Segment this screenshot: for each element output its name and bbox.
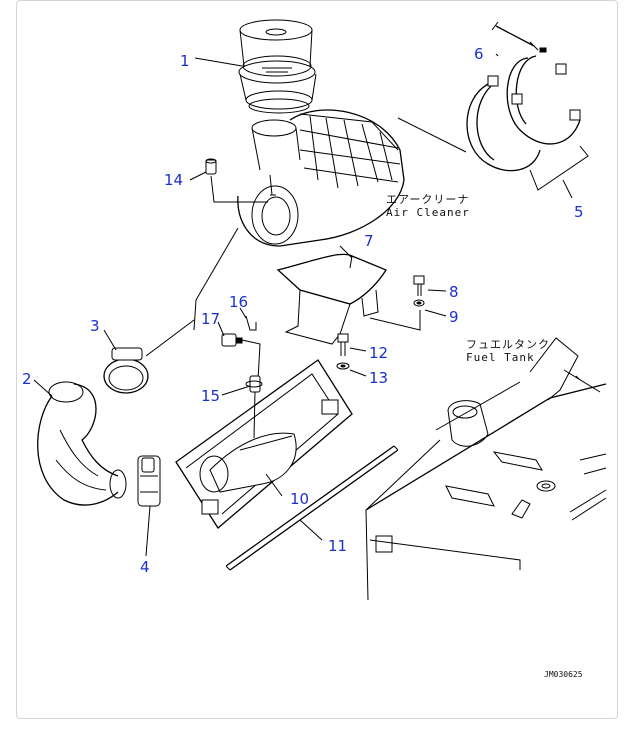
part-5-clamp-bands xyxy=(466,55,589,191)
part-6-bolt xyxy=(491,21,547,53)
part-7-bracket xyxy=(276,253,387,345)
air-cleaner-label-jp: エアークリーナ xyxy=(386,193,469,206)
part-2-elbow-hose xyxy=(37,381,127,506)
callout-3: 3 xyxy=(90,317,100,335)
part-9-washer xyxy=(413,299,425,307)
drawing-code: JM030625 xyxy=(544,670,583,679)
part-12-bolt xyxy=(337,333,349,356)
leader-8-9 xyxy=(369,310,421,331)
callout-15: 15 xyxy=(201,387,220,405)
part-17-connector xyxy=(221,333,261,381)
part-16-clip xyxy=(245,315,257,331)
callout-6: 6 xyxy=(474,45,484,63)
callout-12: 12 xyxy=(369,344,388,362)
callout-numbers: 1 2 3 4 5 6 7 8 9 10 11 12 13 14 15 16 1… xyxy=(22,45,584,576)
callout-17: 17 xyxy=(201,310,220,328)
part-4-fitting xyxy=(137,455,161,507)
annotation-labels: エアークリーナ Air Cleaner フュエルタンク Fuel Tank JM… xyxy=(386,193,583,679)
callout-14: 14 xyxy=(164,171,183,189)
fuel-tank-label-en: Fuel Tank xyxy=(466,351,535,364)
part-14-cap xyxy=(205,158,268,203)
callout-7: 7 xyxy=(364,232,374,250)
callout-10: 10 xyxy=(290,490,309,508)
part-10-duct xyxy=(175,359,353,529)
callout-16: 16 xyxy=(229,293,248,311)
callout-11: 11 xyxy=(328,537,347,555)
part-8-bolt xyxy=(413,275,425,296)
part-13-washer xyxy=(336,362,350,370)
air-cleaner-body xyxy=(237,109,467,247)
callout-9: 9 xyxy=(449,308,459,326)
part-3-hose-clamp xyxy=(103,347,149,394)
leader-lines xyxy=(33,53,573,557)
fuel-tank xyxy=(365,337,607,601)
callout-4: 4 xyxy=(140,558,150,576)
callout-5: 5 xyxy=(574,203,584,221)
callout-1: 1 xyxy=(180,52,190,70)
air-cleaner-label-en: Air Cleaner xyxy=(386,206,470,219)
part-1-cleaner-cap xyxy=(238,19,317,114)
fuel-tank-label-jp: フュエルタンク xyxy=(466,338,550,351)
part-11-strip xyxy=(225,445,399,571)
callout-13: 13 xyxy=(369,369,388,387)
callout-2: 2 xyxy=(22,370,32,388)
part-15-sensor xyxy=(245,375,263,439)
callout-8: 8 xyxy=(449,283,459,301)
